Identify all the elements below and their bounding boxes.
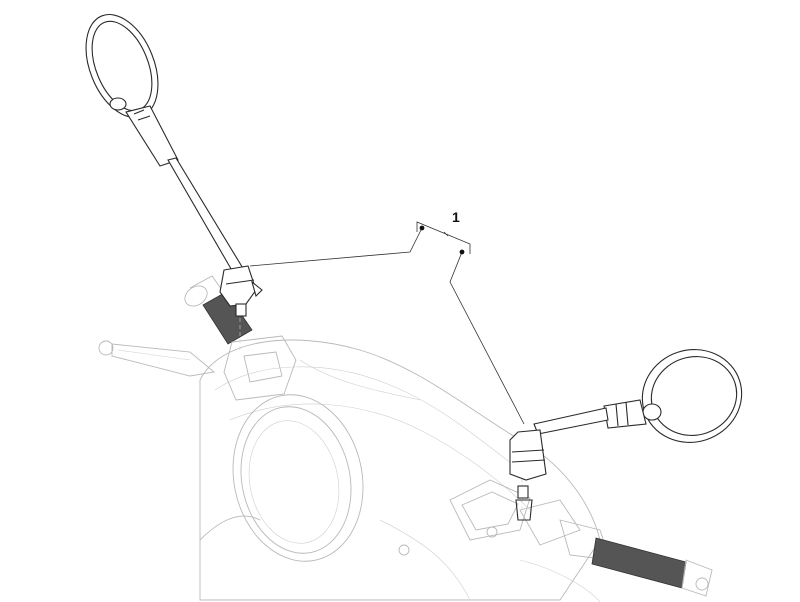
scooter-front-ghost	[98, 275, 713, 602]
callout-number: 1	[452, 209, 460, 225]
callout-1: 1	[249, 209, 525, 425]
right-console-ghost	[449, 479, 581, 546]
left-brake-lever	[98, 340, 216, 377]
left-grip	[184, 275, 253, 345]
right-grip	[559, 519, 713, 597]
left-mirror	[85, 13, 263, 317]
headlight-ghost	[232, 394, 364, 562]
right-mirror	[509, 349, 743, 521]
left-mount-boss	[223, 335, 297, 401]
